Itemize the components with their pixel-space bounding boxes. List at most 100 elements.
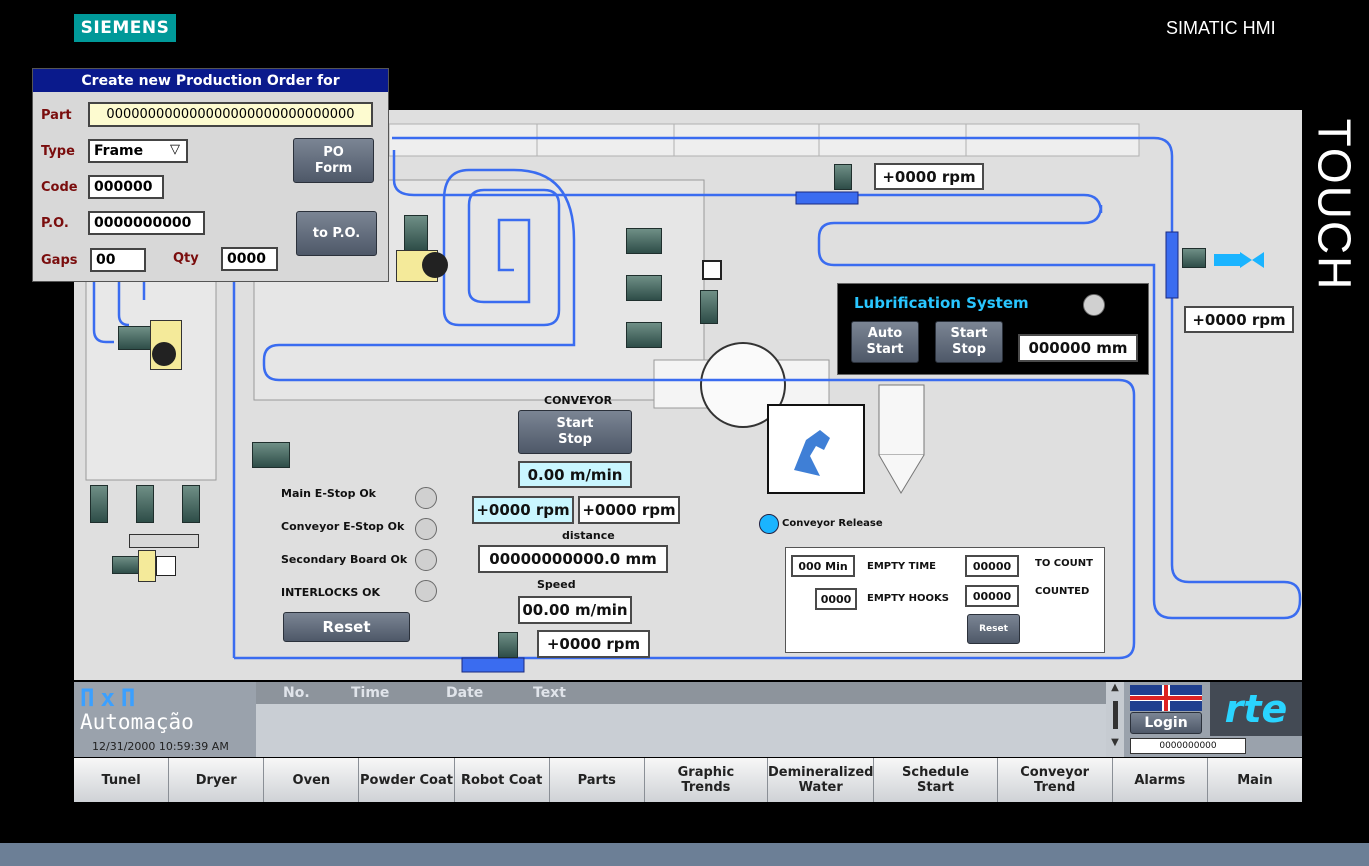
speed-label: Speed [537,578,576,591]
user-field: 0000000000 [1130,738,1246,754]
empty-hooks-label: EMPTY HOOKS [867,593,949,604]
sprocket-icon [422,252,448,278]
part-label: Part [41,108,72,123]
scroll-up-icon[interactable]: ▲ [1111,682,1119,693]
conveyor-path [232,168,1136,660]
nav-graphic-trends[interactable]: Graphic Trends [644,758,768,802]
siemens-logo: SIEMENS [74,14,176,42]
sprocket-icon [702,260,722,280]
login-button[interactable]: Login [1130,712,1202,734]
motor-icon [90,485,108,523]
empty-time-field[interactable]: 000 Min [791,555,855,577]
nav-demineralized-water[interactable]: Demineralized Water [767,758,875,802]
rte-logo: rte [1210,682,1302,736]
nav-dryer[interactable]: Dryer [169,758,265,802]
qty-input[interactable]: 0000 [221,247,278,271]
lubrication-auto-start-button[interactable]: Auto Start [851,321,919,363]
alarm-scrollbar[interactable]: ▲ ▼ [1106,682,1124,757]
screen-nav-bar: Tunel Dryer Oven Powder Coat Robot Coat … [74,758,1303,802]
sprocket-icon [152,342,176,366]
interlocks-lamp [415,580,437,602]
mxn-logo: ΠxΠ Automação [80,686,250,736]
conveyor-release-label: Conveyor Release [782,518,883,529]
dust-collector [878,384,925,456]
main-estop-label: Main E-Stop Ok [281,487,376,500]
nav-powder-coat[interactable]: Powder Coat [359,758,455,802]
secondary-board-lamp [415,549,437,571]
valve-icon [1240,252,1264,268]
nav-oven[interactable]: Oven [264,758,360,802]
motor-icon [700,290,718,324]
nav-schedule-start[interactable]: Schedule Start [874,758,998,802]
empty-hooks-field: 0000 [815,588,857,610]
conveyor-release-lamp [759,514,779,534]
alarm-col-time: Time [351,685,390,701]
alarm-col-no: No. [283,685,310,701]
uk-flag-icon[interactable] [1130,685,1202,711]
drive-block-right [1165,231,1179,299]
motor-icon [498,632,518,658]
alarm-col-text: Text [533,685,566,701]
conveyor-rpm-b: +0000 rpm [578,496,680,524]
speed-readout: 00.00 m/min [518,596,632,624]
motor-icon [834,164,852,190]
distance-label: distance [562,529,615,542]
touch-label: TOUCH [1308,118,1360,292]
po-form-button[interactable]: PO Form [293,138,374,183]
conveyor-start-stop-button[interactable]: Start Stop [518,410,632,454]
to-po-button[interactable]: to P.O. [296,211,377,256]
nav-alarms[interactable]: Alarms [1112,758,1208,802]
po-number-label: P.O. [41,216,69,231]
gaps-input[interactable]: 00 [90,248,146,272]
robot-frame [767,404,865,494]
scroll-thumb[interactable] [1112,701,1118,729]
main-estop-lamp [415,487,437,509]
motor-icon [404,215,428,251]
sprocket-icon [156,556,176,576]
code-input[interactable]: 000000 [88,175,164,199]
po-dialog-title: Create new Production Order for [33,69,388,92]
type-select-value: Frame [94,143,144,159]
conveyor-rpm-a: +0000 rpm [472,496,574,524]
alarm-list[interactable] [256,704,1106,757]
alarm-strip: ΠxΠ Automação 12/31/2000 10:59:39 AM No.… [74,682,1302,757]
motor-icon [136,485,154,523]
to-count-label: TO COUNT [1035,558,1093,569]
po-number-input[interactable]: 0000000000 [88,211,205,235]
conveyor-estop-lamp [415,518,437,540]
motor-icon [112,556,140,574]
nav-parts[interactable]: Parts [549,758,645,802]
interlocks-label: INTERLOCKS OK [281,586,380,599]
motor-icon [118,326,154,350]
nav-robot-coat[interactable]: Robot Coat [454,758,550,802]
nav-tunel[interactable]: Tunel [74,758,170,802]
counted-field: 00000 [965,585,1019,607]
conveyor-speed-readout: 0.00 m/min [518,461,632,488]
conveyor-return [392,136,1302,620]
lubrication-start-stop-button[interactable]: Start Stop [935,321,1003,363]
type-select[interactable]: Frame ▽ [88,139,188,163]
counter-reset-button[interactable]: Reset [967,614,1020,644]
conveyor-estop-label: Conveyor E-Stop Ok [281,520,405,533]
nav-conveyor-trend[interactable]: Conveyor Trend [997,758,1113,802]
secondary-board-label: Secondary Board Ok [281,553,408,566]
bottom-motor-rpm: +0000 rpm [537,630,650,658]
gearbox-icon [138,550,156,582]
hmi-datetime: 12/31/2000 10:59:39 AM [92,740,229,753]
production-order-dialog: Create new Production Order for Part 000… [32,68,389,282]
scroll-down-icon[interactable]: ▼ [1111,737,1119,748]
nav-main[interactable]: Main [1207,758,1303,802]
code-label: Code [41,180,78,195]
lubrication-title: Lubrification System [854,294,1029,312]
counter-panel: 000 Min EMPTY TIME 00000 TO COUNT 0000 E… [785,547,1105,653]
drive-block-top [795,191,859,205]
part-input[interactable]: 000000000000000000000000000000 [88,102,373,127]
motor-icon [252,442,290,468]
status-reset-button[interactable]: Reset [283,612,410,642]
type-label: Type [41,144,75,159]
conveyor-title: CONVEYOR [544,394,613,407]
gearbox-icon [129,534,199,548]
turn-table [700,342,786,428]
counted-label: COUNTED [1035,586,1090,597]
to-count-field[interactable]: 00000 [965,555,1019,577]
